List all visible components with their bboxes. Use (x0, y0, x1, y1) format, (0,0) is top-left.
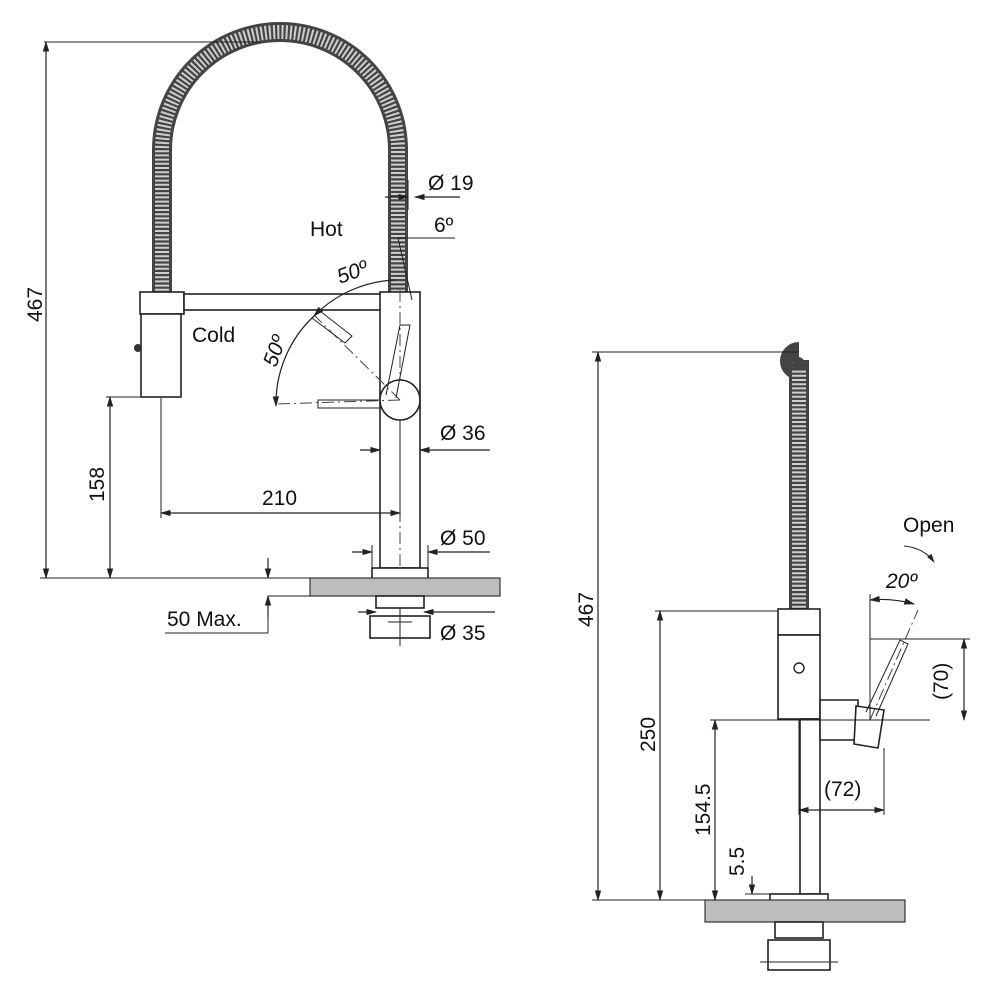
body-diameter-label: Ø 36 (440, 422, 486, 445)
base-diameter-label: Ø 50 (440, 527, 486, 550)
handle-size-label: (70) (930, 663, 953, 700)
open-angle-label: 20º (885, 570, 918, 593)
side-upper-body (777, 634, 821, 720)
hole-diameter-label: Ø 35 (440, 622, 486, 645)
open-label: Open (903, 514, 954, 537)
side-collar (777, 608, 821, 636)
cold-angle-label: 50º (259, 331, 292, 369)
front-view: 467 Ø 19 6º Hot 50º Cold 50º 158 210 Ø 3… (24, 22, 501, 646)
tilt-angle-label: 6º (434, 214, 454, 237)
hose-diameter-label: Ø 19 (428, 172, 474, 195)
spray-head-collar (139, 291, 185, 315)
lever-height-label: 154.5 (692, 783, 715, 836)
spray-head (140, 313, 182, 398)
side-countertop (704, 899, 906, 923)
max-thickness-label: 50 Max. (167, 608, 242, 631)
handle-height-label: 250 (637, 717, 660, 752)
hot-label: Hot (310, 218, 343, 241)
base-height-label: 5.5 (726, 847, 749, 876)
support-arm (183, 293, 385, 311)
handle-reach-label: (72) (824, 778, 861, 801)
side-view: 467 Open 20º 250 (70) 154.5 (72) 5.5 (575, 342, 970, 971)
reach-label: 210 (262, 487, 297, 510)
front-height-label: 467 (24, 287, 47, 322)
countertop (309, 577, 501, 597)
spray-height-label: 158 (86, 467, 109, 502)
side-lower-body (799, 718, 821, 895)
cold-label: Cold (192, 324, 235, 347)
side-handle-hub (853, 705, 885, 749)
side-height-label: 467 (575, 592, 598, 627)
hot-angle-label: 50º (334, 256, 372, 289)
